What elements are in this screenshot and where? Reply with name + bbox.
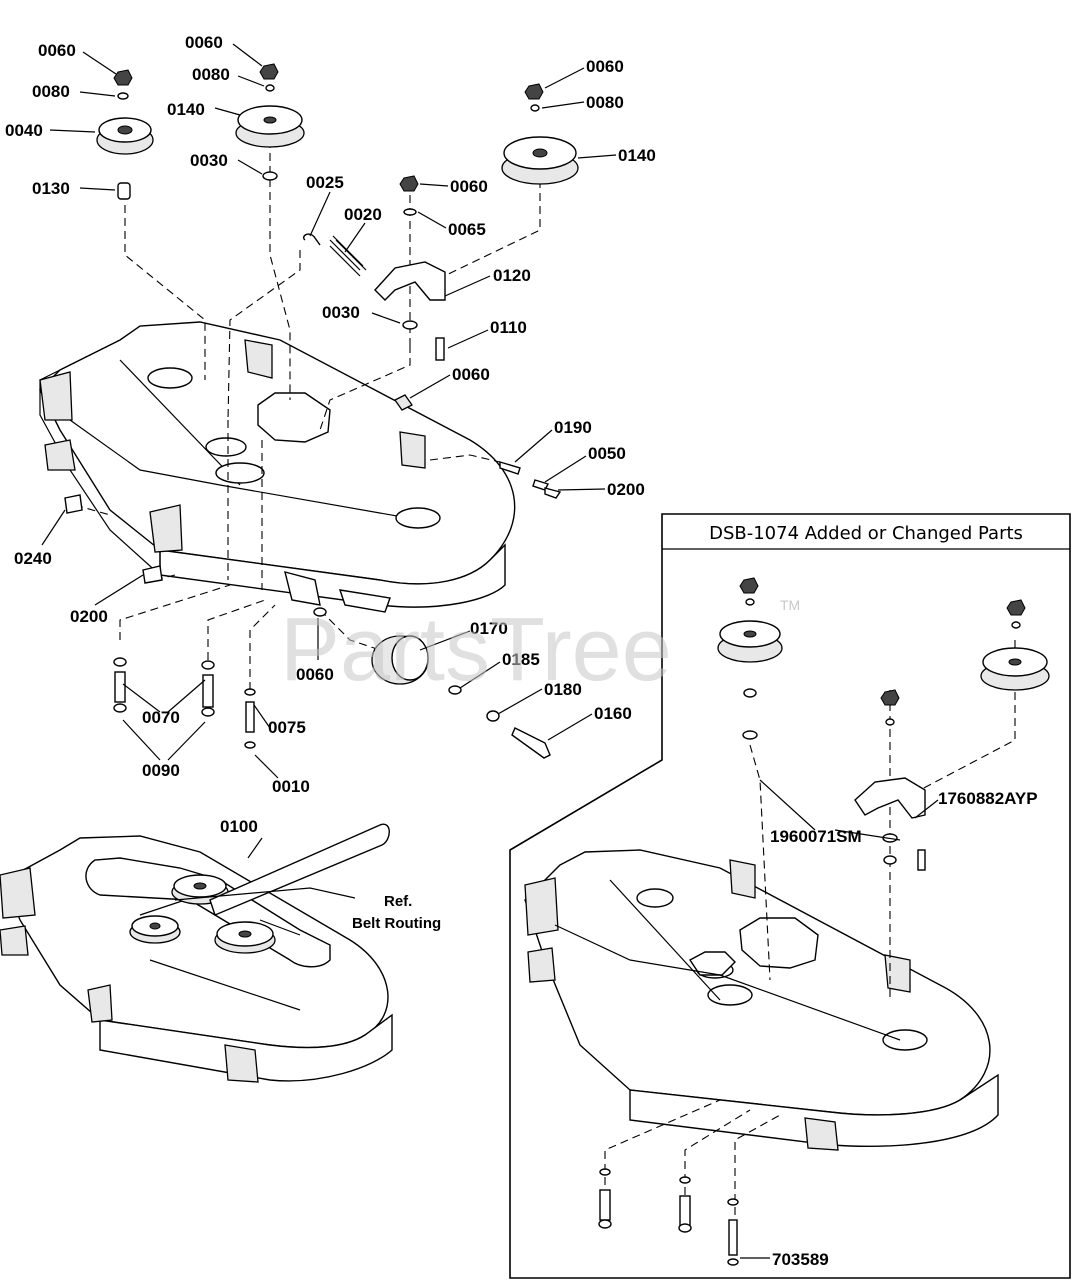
callout-label: 0130 [32, 179, 70, 198]
callout-label: 0060 [296, 665, 334, 684]
leader-lines-main [41, 43, 617, 779]
assembly-lines [74, 140, 541, 690]
callout-label: 0200 [607, 480, 645, 499]
callout-label: 0075 [268, 718, 306, 737]
callout-label: 0040 [5, 121, 43, 140]
belt-routing-ref: Ref. [384, 893, 412, 910]
callout-label: 0030 [322, 303, 360, 322]
callout-label: 0050 [588, 444, 626, 463]
callout-label: 0120 [493, 266, 531, 285]
callout-label: 0080 [586, 93, 624, 112]
callout-label: 0020 [344, 205, 382, 224]
belt-routing-label: Belt Routing [352, 915, 441, 932]
watermark-text: PartsTree [280, 600, 672, 700]
inset-title: DSB-1074 Added or Changed Parts [709, 523, 1023, 544]
watermark-trademark: TM [780, 597, 800, 613]
callout-label: 0065 [448, 220, 486, 239]
hardware-main [64, 63, 579, 759]
belt-routing-view: 0100 Ref. Belt Routing [0, 817, 441, 1083]
callout-label: 0090 [142, 761, 180, 780]
callout-label: 0240 [14, 549, 52, 568]
callout-label: 0180 [544, 680, 582, 699]
inset-added-parts: DSB-1074 Added or Changed Parts [509, 513, 1071, 1279]
mower-deck-main [39, 321, 516, 613]
callout-label: 0190 [554, 418, 592, 437]
callouts-main: 0060 0080 0040 0130 0060 0080 0140 0030 … [5, 33, 656, 796]
callout-label: 0060 [586, 57, 624, 76]
callout-label: 0170 [470, 619, 508, 638]
main-exploded-view: 0060 0080 0040 0130 0060 0080 0140 0030 … [5, 33, 656, 796]
inset-callout-label: 703589 [772, 1250, 829, 1269]
callout-label: 0100 [220, 817, 258, 836]
callout-label: 0080 [32, 82, 70, 101]
callout-label: 0060 [450, 177, 488, 196]
callout-label: 0080 [192, 65, 230, 84]
inset-callout-label: 1960071SM [770, 827, 862, 846]
callout-label: 0025 [306, 173, 344, 192]
callout-label: 0185 [502, 650, 540, 669]
callout-label: 0200 [70, 607, 108, 626]
callout-label: 0070 [142, 708, 180, 727]
inset-callout-label: 1760882AYP [938, 789, 1038, 808]
callout-label: 0140 [618, 146, 656, 165]
callout-label: 0110 [490, 318, 527, 337]
callout-label: 0010 [272, 777, 310, 796]
callout-label: 0140 [167, 100, 205, 119]
callout-label: 0030 [190, 151, 228, 170]
callout-label: 0060 [38, 41, 76, 60]
watermark: PartsTree TM [280, 597, 800, 700]
callout-label: 0060 [452, 365, 490, 384]
callout-label: 0060 [185, 33, 223, 52]
callout-label: 0160 [594, 704, 632, 723]
